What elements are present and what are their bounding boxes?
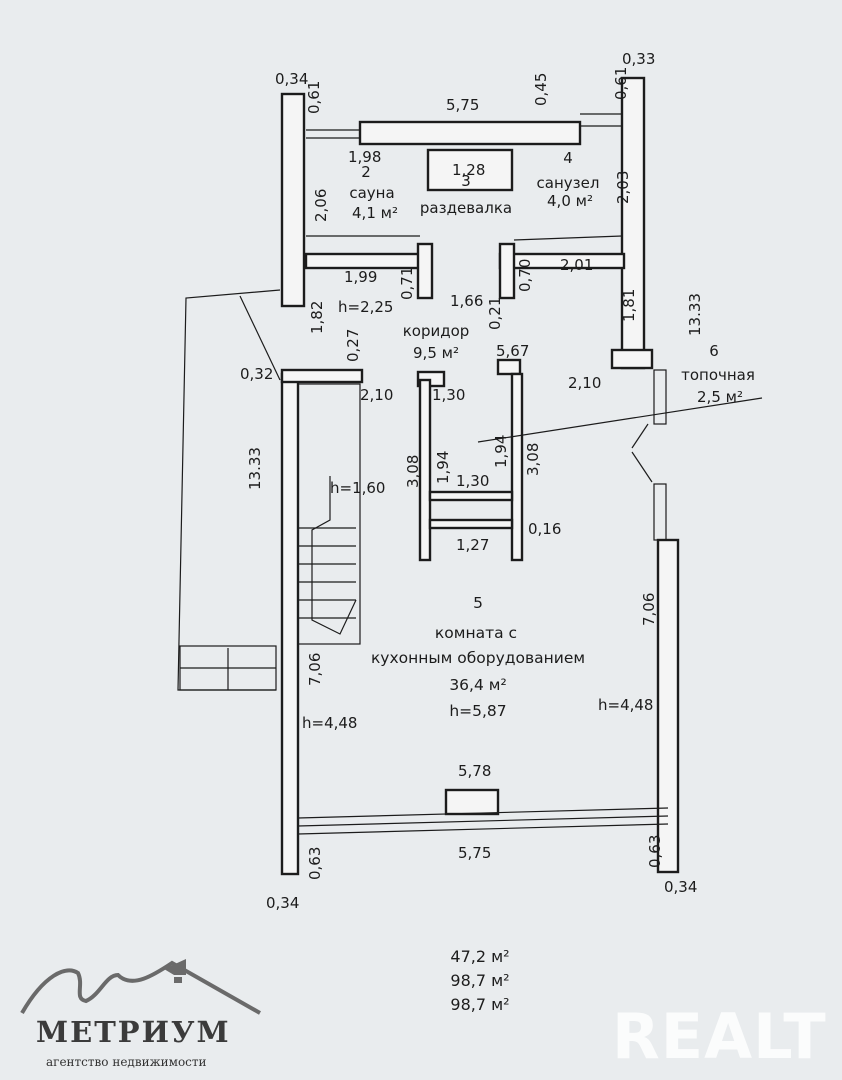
dim-top-width: 5,75	[446, 96, 479, 114]
dim-corr-height-right: 2,10	[568, 374, 601, 392]
room-5-area: 36,4 м²	[449, 676, 506, 694]
dim-top-left-thick: 0,34	[275, 70, 308, 88]
corridor-height: h=2,25	[338, 298, 393, 316]
watermark: REALT	[612, 1000, 827, 1073]
dim-pillar-inner-left: 1,94	[434, 451, 452, 484]
dim-bottom-left-offset: 0,63	[306, 847, 324, 880]
dim-pillar-height-left: 3,08	[404, 455, 422, 488]
total-area-2: 98,7 м²	[450, 971, 510, 990]
dim-corr-wall-a: 0,71	[398, 267, 416, 300]
room-2-number: 2	[361, 163, 371, 181]
dim-corr-wall-b: 0,70	[516, 259, 534, 292]
dim-pillar-bottom-width: 1,27	[456, 536, 489, 554]
walls	[280, 76, 680, 876]
room-3-name: раздевалка	[420, 199, 512, 217]
corridor-area: 9,5 м²	[413, 344, 459, 362]
annex-outline	[177, 289, 281, 691]
dim-top-right-offset: 0,61	[612, 67, 630, 100]
room-2-name: сауна	[349, 184, 394, 202]
dim-pillar-inner-right: 1,94	[492, 435, 510, 468]
room-5-height: h=5,87	[449, 702, 506, 720]
room-4-name: санузел	[537, 174, 600, 192]
room-2-area: 4,1 м²	[352, 204, 398, 222]
corridor-name: коридор	[403, 322, 470, 340]
dim-room-height-right: 7,06	[640, 593, 658, 626]
dim-stair-width: 2,10	[360, 386, 393, 404]
dim-left-thick-032: 0,32	[240, 365, 273, 383]
dim-wall-021: 0,21	[486, 297, 504, 330]
dim-pillar-thick: 0,16	[528, 520, 561, 538]
room-6-area: 2,5 м²	[697, 388, 743, 406]
left-height: h=4,48	[302, 714, 357, 732]
logo-tagline: агентство недвижимости	[46, 1055, 207, 1069]
dim-bottom-width: 5,75	[458, 844, 491, 862]
window-lines	[297, 113, 763, 835]
dim-col-left-width: 1,30	[432, 386, 465, 404]
room-4-area: 4,0 м²	[547, 192, 593, 210]
total-area-3: 98,7 м²	[450, 995, 510, 1014]
dim-dressing-width: 1,28	[452, 161, 485, 179]
total-area-1: 47,2 м²	[450, 947, 510, 966]
right-height: h=4,48	[598, 696, 653, 714]
staircase	[297, 383, 361, 645]
area-totals: 47,2 м² 98,7 м² 98,7 м²	[400, 945, 560, 1017]
dim-window-width: 5,78	[458, 762, 491, 780]
dim-corr-right-height: 1,81	[620, 289, 638, 322]
dim-top-gap: 0,45	[532, 73, 550, 106]
dim-bottom-left-thick: 0,34	[266, 894, 299, 912]
dim-top-right-thick: 0,33	[622, 50, 655, 68]
dim-corr-left-height: 1,82	[308, 301, 326, 334]
dim-corr-left-width: 1,99	[344, 268, 377, 286]
room-3-number: 3	[461, 172, 471, 190]
room-5-name-line1: комната с	[435, 624, 517, 642]
room-6-number: 6	[709, 342, 719, 360]
dim-total-height-right: 13.33	[686, 293, 704, 336]
room-4-number: 4	[563, 149, 573, 167]
room-6-name: топочная	[681, 366, 755, 384]
dim-bottom-right-thick: 0,34	[664, 878, 697, 896]
dim-col-right-label: 5,67	[496, 342, 529, 360]
dim-pillar-height-right: 3,08	[524, 443, 542, 476]
dim-top-left-offset: 0,61	[305, 81, 323, 114]
room-5-number: 5	[473, 594, 483, 612]
dim-sauna-height: 2,06	[312, 189, 330, 222]
dim-sauna-width: 1,98	[348, 148, 381, 166]
dim-wc-height: 2,03	[614, 171, 632, 204]
dim-room-height-left: 7,06	[306, 653, 324, 686]
stair-height: h=1,60	[330, 479, 385, 497]
dim-bottom-right-offset: 0,63	[646, 835, 664, 868]
room-5-name-line2: кухонным оборудованием	[371, 649, 585, 667]
dim-total-height-left: 13.33	[246, 447, 264, 490]
logo-name: МЕТРИУМ	[36, 1015, 231, 1049]
dim-corr-right-width: 2,01	[560, 256, 593, 274]
dim-wall-027: 0,27	[344, 329, 362, 362]
dim-corr-mid: 1,66	[450, 292, 483, 310]
logo-roof-icon	[20, 959, 261, 1015]
dim-pillar-inner-width: 1,30	[456, 472, 489, 490]
